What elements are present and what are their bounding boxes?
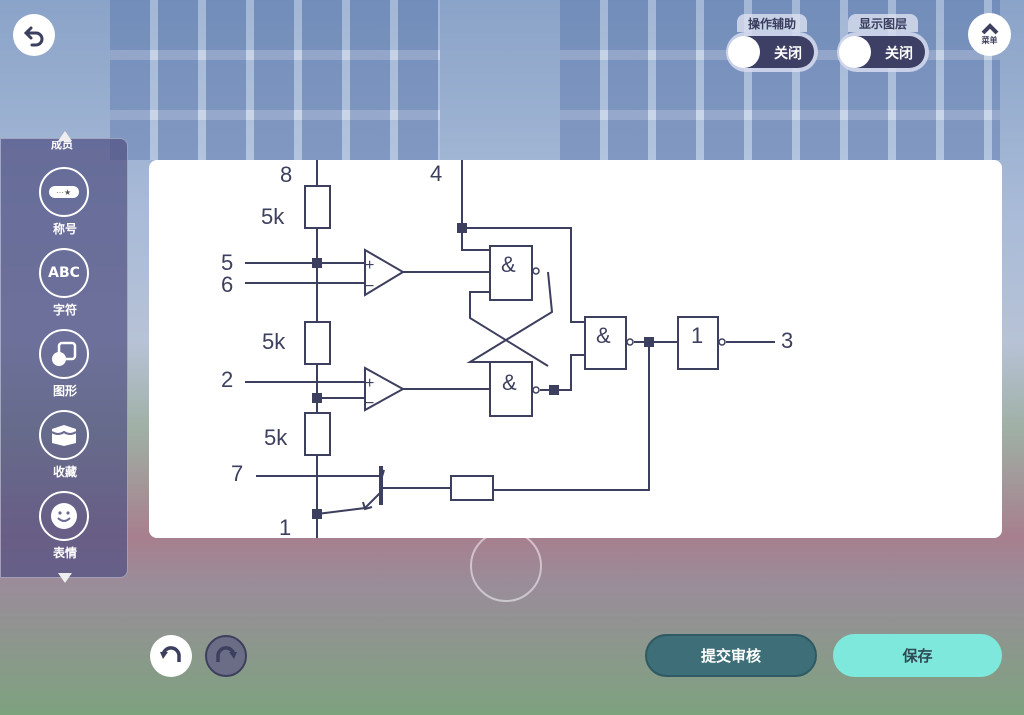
- redo-button[interactable]: [205, 635, 247, 677]
- and-gate-output: [584, 316, 627, 370]
- pin-1: 1: [279, 515, 291, 538]
- layers-state: 关闭: [885, 46, 913, 62]
- pin-4: 4: [430, 161, 442, 186]
- redo-icon: [216, 646, 237, 662]
- background-building: [110, 0, 440, 160]
- sidebar-item-label: 字符: [52, 303, 77, 317]
- not-gate: [677, 316, 719, 370]
- assist-state: 关闭: [774, 46, 802, 62]
- and-symbol: &: [596, 323, 611, 348]
- resistor-label: 5k: [262, 329, 286, 354]
- sidebar-item-favorites[interactable]: 收藏: [39, 410, 91, 480]
- pin-3: 3: [781, 328, 793, 353]
- favorites-box-icon: [51, 425, 77, 446]
- transistor-emitter-arrow: [362, 501, 373, 511]
- and-symbol: &: [502, 370, 517, 395]
- pin-5: 5: [221, 250, 233, 275]
- submit-review-button[interactable]: 提交审核: [645, 634, 817, 677]
- and-symbol: &: [501, 252, 516, 277]
- abc-text-icon: ABC: [39, 248, 89, 298]
- title-badge-icon: ···★: [49, 186, 79, 198]
- layers-toggle[interactable]: 关闭: [837, 32, 929, 72]
- pin-2: 2: [221, 367, 233, 392]
- comparator-plus: +: [365, 375, 374, 392]
- sidebar: 成员 ···★ 称号 ABC 字符 图形 收藏 表情: [0, 131, 128, 583]
- shapes-icon: [52, 341, 77, 366]
- scroll-up-arrow[interactable]: [58, 131, 72, 141]
- sidebar-item-emoji[interactable]: 表情: [39, 491, 91, 561]
- assist-title: 操作辅助: [737, 14, 807, 32]
- pin-6: 6: [221, 272, 233, 297]
- and-gate-bottom: [489, 361, 533, 417]
- sidebar-item-shapes[interactable]: 图形: [39, 329, 91, 399]
- layers-title: 显示图层: [848, 14, 918, 32]
- comparator-bottom: [364, 366, 406, 412]
- sidebar-item-label: 表情: [52, 546, 77, 560]
- menu-label: 菜单: [981, 36, 998, 45]
- resistor-label: 5k: [264, 425, 288, 450]
- joystick[interactable]: [470, 530, 542, 602]
- sidebar-item-label: 图形: [52, 384, 77, 398]
- assist-toggle[interactable]: 关闭: [726, 32, 818, 72]
- scroll-down-arrow[interactable]: [58, 573, 72, 583]
- drawing-canvas[interactable]: 8 4 5 6 2 7 1 3 5k 5k 5k & & & 1 + − + −: [149, 160, 1002, 538]
- toggle-knob: [839, 36, 871, 68]
- back-arrow-icon: [23, 26, 44, 47]
- comparator-plus: +: [365, 257, 374, 274]
- pin-7: 7: [231, 461, 243, 486]
- comparator-minus: −: [365, 278, 374, 295]
- svg-text:···★: ···★: [56, 188, 71, 197]
- sidebar-item-label: 收藏: [52, 465, 77, 479]
- sidebar-partial-label: 成员: [51, 141, 73, 150]
- inverter-bubbles: [532, 267, 726, 394]
- resistor: [450, 475, 494, 501]
- sidebar-item-text[interactable]: ABC 字符: [39, 248, 91, 318]
- circuit-diagram: 8 4 5 6 2 7 1 3 5k 5k 5k & & & 1 + − + −: [221, 160, 793, 538]
- undo-button[interactable]: [150, 635, 192, 677]
- menu-button[interactable]: 菜单: [968, 13, 1011, 56]
- sidebar-item-title[interactable]: ···★ 称号: [39, 167, 91, 237]
- back-button[interactable]: [13, 14, 55, 56]
- toggle-knob: [728, 36, 760, 68]
- smiley-icon: [51, 503, 77, 529]
- resistor: [304, 412, 331, 456]
- comparator-top: [364, 248, 405, 297]
- and-gate-top: [489, 245, 533, 301]
- junction-nodes: [312, 223, 654, 519]
- resistor-label: 5k: [261, 204, 285, 229]
- layers-toggle-group: 显示图层 关闭: [837, 14, 929, 72]
- save-button[interactable]: 保存: [833, 634, 1002, 677]
- comparator-minus: −: [365, 395, 374, 412]
- undo-icon: [160, 646, 181, 662]
- assist-toggle-group: 操作辅助 关闭: [726, 14, 818, 72]
- resistor: [304, 321, 331, 365]
- not-symbol: 1: [691, 323, 703, 348]
- sidebar-item-label: 称号: [52, 222, 77, 236]
- pin-8: 8: [280, 162, 292, 187]
- chevron-up-icon: [981, 23, 998, 35]
- resistor: [304, 185, 331, 229]
